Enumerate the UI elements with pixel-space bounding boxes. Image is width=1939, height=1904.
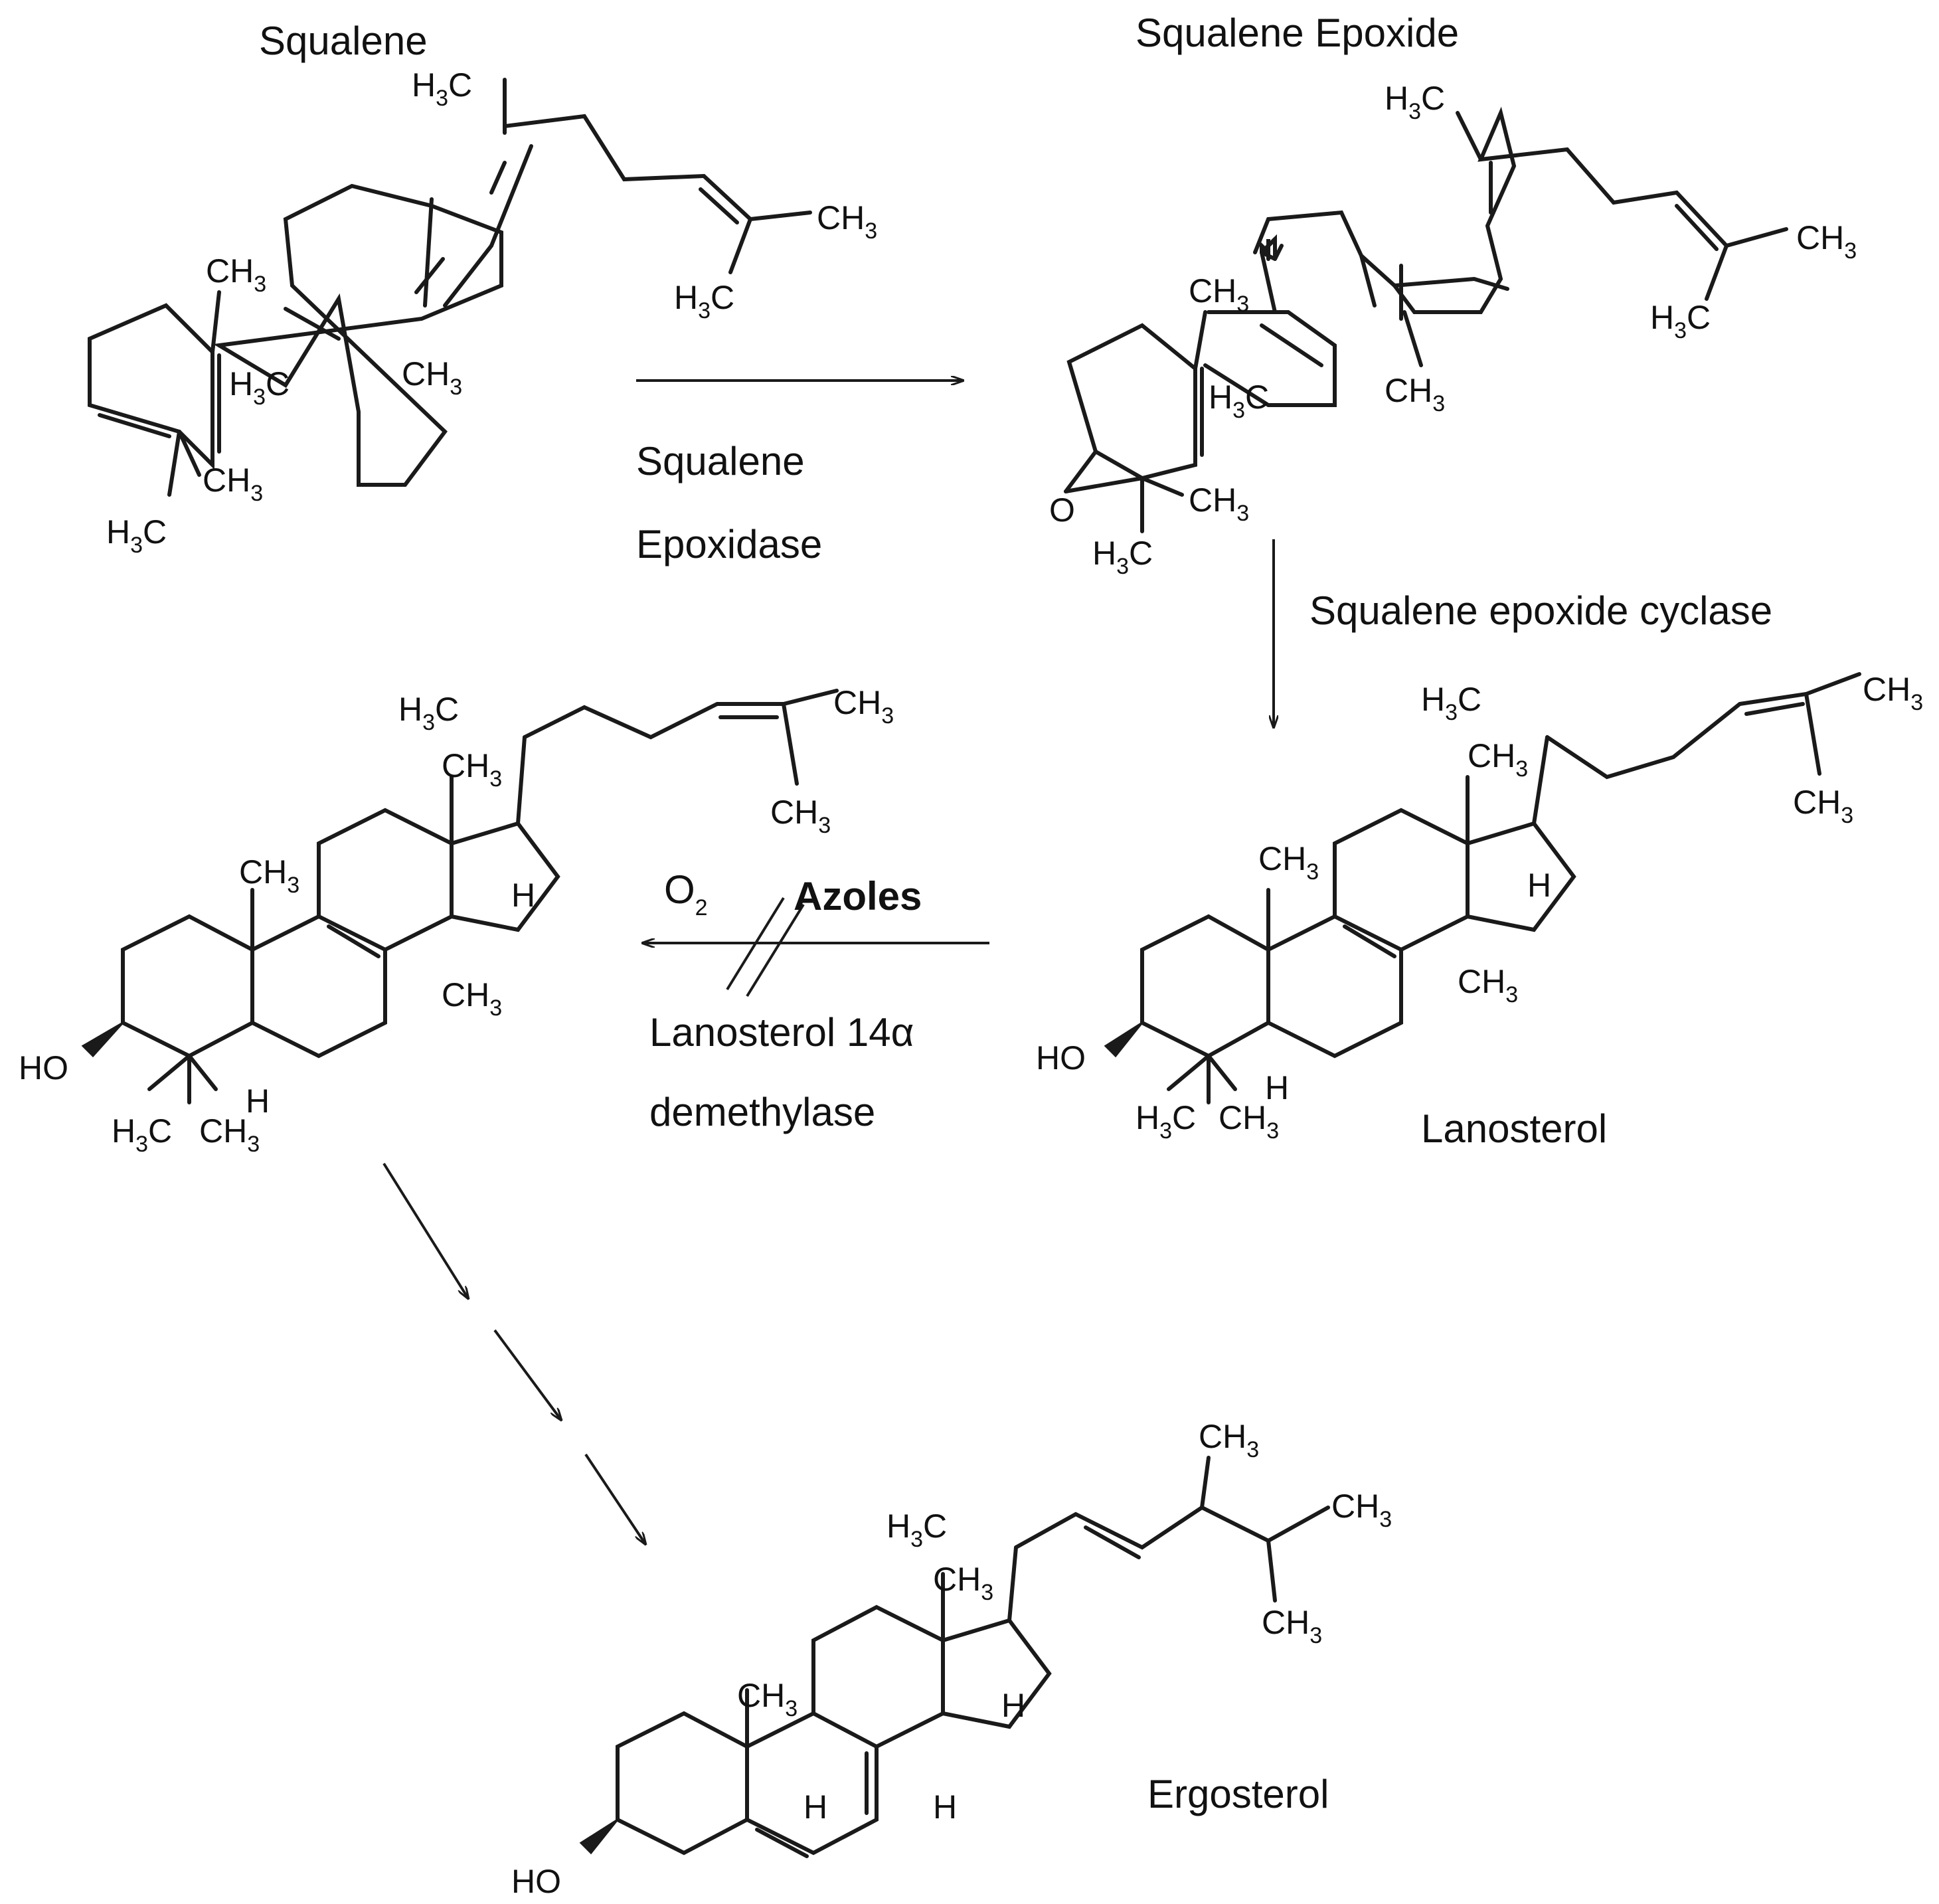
intermediate-methyl-c18: CH3 bbox=[442, 747, 502, 792]
lanosterol-methyl-c19: CH3 bbox=[1258, 840, 1319, 885]
enzyme-demethylase-line1: Lanosterol 14α bbox=[649, 1010, 914, 1055]
ergosterol-methyl-side-4: CH3 bbox=[1262, 1604, 1322, 1648]
lanosterol-h-17: H bbox=[1527, 867, 1551, 904]
squalene-methyl-6: CH3 bbox=[402, 355, 462, 400]
ergosterol-structure bbox=[579, 1456, 1330, 1858]
ergosterol-h-17: H bbox=[1001, 1687, 1025, 1724]
lanosterol-ho: HO bbox=[1036, 1039, 1086, 1077]
enzyme-epoxidase-line2: Epoxidase bbox=[636, 522, 822, 566]
lanosterol-methyl-c14: CH3 bbox=[1458, 963, 1518, 1007]
lanosterol-methyl-c18: CH3 bbox=[1468, 737, 1528, 782]
inhibition-slash-2 bbox=[746, 903, 805, 997]
oxygen-cofactor: O2 bbox=[664, 867, 708, 920]
arrow-step-1 bbox=[382, 1162, 468, 1298]
squalene-methyl-4: CH3 bbox=[206, 252, 266, 297]
intermediate-h-5: H bbox=[246, 1082, 270, 1120]
lanosterol-label: Lanosterol bbox=[1421, 1106, 1607, 1151]
lanosterol-h-5: H bbox=[1265, 1069, 1289, 1106]
squalene-methyl-2: CH3 bbox=[817, 199, 877, 244]
epoxide-methyl-3: H3C bbox=[1650, 299, 1711, 343]
intermediate-h-17: H bbox=[511, 877, 535, 914]
inhibition-slash-1 bbox=[726, 897, 785, 991]
ergosterol-methyl-c19: CH3 bbox=[737, 1677, 798, 1721]
enzyme-demethylase-line2: demethylase bbox=[649, 1090, 875, 1134]
intermediate-structure bbox=[81, 689, 839, 1104]
arrow-step-3 bbox=[584, 1453, 645, 1544]
squalene-label: Squalene bbox=[259, 19, 428, 63]
enzyme-cyclase: Squalene epoxide cyclase bbox=[1309, 588, 1772, 633]
squalene-methyl-7: CH3 bbox=[203, 462, 263, 506]
epoxide-methyl-1: H3C bbox=[1385, 80, 1445, 124]
ergosterol-h-14: H bbox=[933, 1788, 957, 1826]
squalene-methyl-1: H3C bbox=[412, 66, 472, 111]
lanosterol-methyl-side-3: CH3 bbox=[1793, 784, 1853, 828]
squalene-epoxide-structure bbox=[1064, 106, 1788, 533]
enzyme-epoxidase-line1: Squalene bbox=[636, 439, 805, 483]
lanosterol-structure bbox=[1104, 672, 1861, 1104]
intermediate-methyl-side-1: H3C bbox=[398, 691, 459, 735]
ergosterol-methyl-c18: CH3 bbox=[933, 1561, 993, 1605]
ergosterol-ho: HO bbox=[511, 1863, 561, 1900]
intermediate-methyl-c14: CH3 bbox=[442, 976, 502, 1021]
intermediate-ho: HO bbox=[19, 1049, 68, 1086]
ergosterol-h-9: H bbox=[803, 1788, 827, 1826]
azoles-inhibitor-label: Azoles bbox=[794, 874, 922, 918]
epoxide-methyl-5: H3C bbox=[1209, 379, 1269, 423]
epoxide-methyl-4: CH3 bbox=[1189, 272, 1249, 317]
squalene-structure bbox=[88, 78, 812, 497]
lanosterol-methyl-c4a: H3C bbox=[1136, 1099, 1196, 1144]
epoxide-methyl-6: CH3 bbox=[1385, 372, 1445, 416]
intermediate-methyl-side-2: CH3 bbox=[833, 684, 894, 729]
arrow-step-2 bbox=[493, 1329, 561, 1420]
ergosterol-methyl-side-2: CH3 bbox=[1199, 1418, 1259, 1462]
lanosterol-methyl-side-2: CH3 bbox=[1863, 671, 1923, 715]
ergosterol-label: Ergosterol bbox=[1147, 1772, 1329, 1816]
ergosterol-methyl-side-3: CH3 bbox=[1331, 1488, 1392, 1532]
squalene-epoxide-label: Squalene Epoxide bbox=[1136, 11, 1459, 55]
ergosterol-methyl-side-1: H3C bbox=[886, 1508, 947, 1552]
squalene-methyl-3: H3C bbox=[674, 279, 734, 323]
intermediate-methyl-c4b: CH3 bbox=[199, 1112, 260, 1157]
epoxide-methyl-8: H3C bbox=[1092, 535, 1153, 579]
intermediate-methyl-c19: CH3 bbox=[239, 853, 299, 898]
epoxide-methyl-2: CH3 bbox=[1796, 219, 1857, 264]
intermediate-methyl-c4a: H3C bbox=[112, 1112, 172, 1157]
squalene-methyl-5: H3C bbox=[229, 365, 290, 410]
epoxide-oxygen: O bbox=[1049, 491, 1075, 529]
lanosterol-methyl-side-1: H3C bbox=[1421, 681, 1481, 725]
intermediate-methyl-side-3: CH3 bbox=[770, 794, 831, 838]
lanosterol-methyl-c4b: CH3 bbox=[1219, 1099, 1279, 1144]
squalene-methyl-8: H3C bbox=[106, 513, 167, 558]
epoxide-methyl-7: CH3 bbox=[1189, 481, 1249, 526]
